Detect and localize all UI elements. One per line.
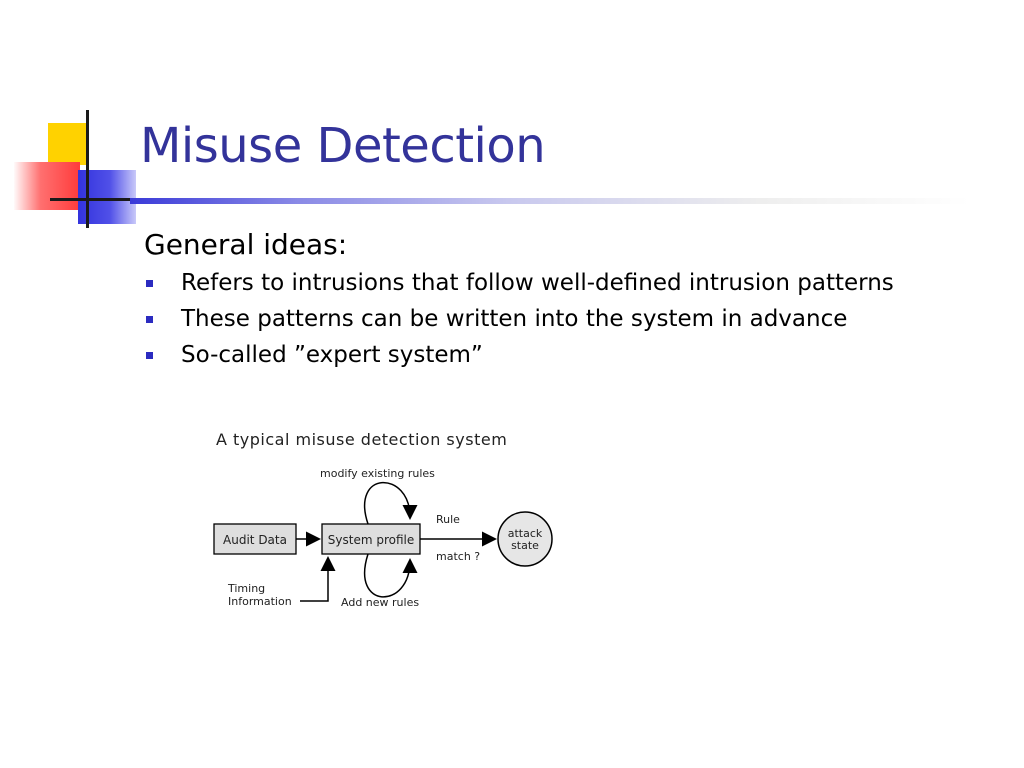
slide-title: Misuse Detection — [140, 118, 546, 174]
square-bullet-icon — [146, 316, 153, 323]
bullet-list: Refers to intrusions that follow well-de… — [144, 270, 964, 369]
misuse-detection-diagram: A typical misuse detection system Audit … — [213, 430, 553, 609]
subheading: General ideas: — [144, 228, 348, 261]
add-rules-loop-arrow — [363, 553, 418, 598]
modify-rules-label: modify existing rules — [320, 467, 435, 480]
diagram-caption: A typical misuse detection system — [216, 430, 507, 449]
bullet-text: These patterns can be written into the s… — [181, 306, 848, 332]
decorative-red-square — [14, 162, 80, 210]
decorative-yellow-square — [48, 123, 88, 165]
system-profile-box — [321, 523, 421, 555]
audit-data-box — [213, 523, 297, 555]
match-label: match ? — [436, 550, 480, 563]
attack-state-label-line1: attack — [508, 527, 543, 540]
attack-state-label-line2: state — [511, 539, 539, 552]
bullet-item: So-called ”expert system” — [144, 342, 964, 369]
audit-data-label: Audit Data — [223, 533, 287, 547]
system-profile-label: System profile — [328, 533, 414, 547]
bullet-text: Refers to intrusions that follow well-de… — [181, 270, 894, 296]
rule-label: Rule — [436, 513, 460, 526]
title-underline — [130, 198, 970, 204]
bullet-text: So-called ”expert system” — [181, 342, 483, 368]
timing-label-line1: Timing — [227, 582, 265, 595]
attack-state-circle — [497, 511, 553, 567]
bullet-item: Refers to intrusions that follow well-de… — [144, 270, 964, 297]
timing-to-profile-arrow — [300, 556, 336, 602]
slide-body: General ideas: Refers to intrusions that… — [144, 228, 964, 378]
modify-rules-loop-arrow — [363, 481, 418, 525]
square-bullet-icon — [146, 352, 153, 359]
timing-label-line2: Information — [228, 595, 292, 608]
decorative-vertical-line — [86, 110, 89, 228]
square-bullet-icon — [146, 280, 153, 287]
decorative-horizontal-line — [50, 198, 138, 201]
add-rules-label: Add new rules — [341, 596, 419, 609]
bullet-item: These patterns can be written into the s… — [144, 306, 964, 333]
